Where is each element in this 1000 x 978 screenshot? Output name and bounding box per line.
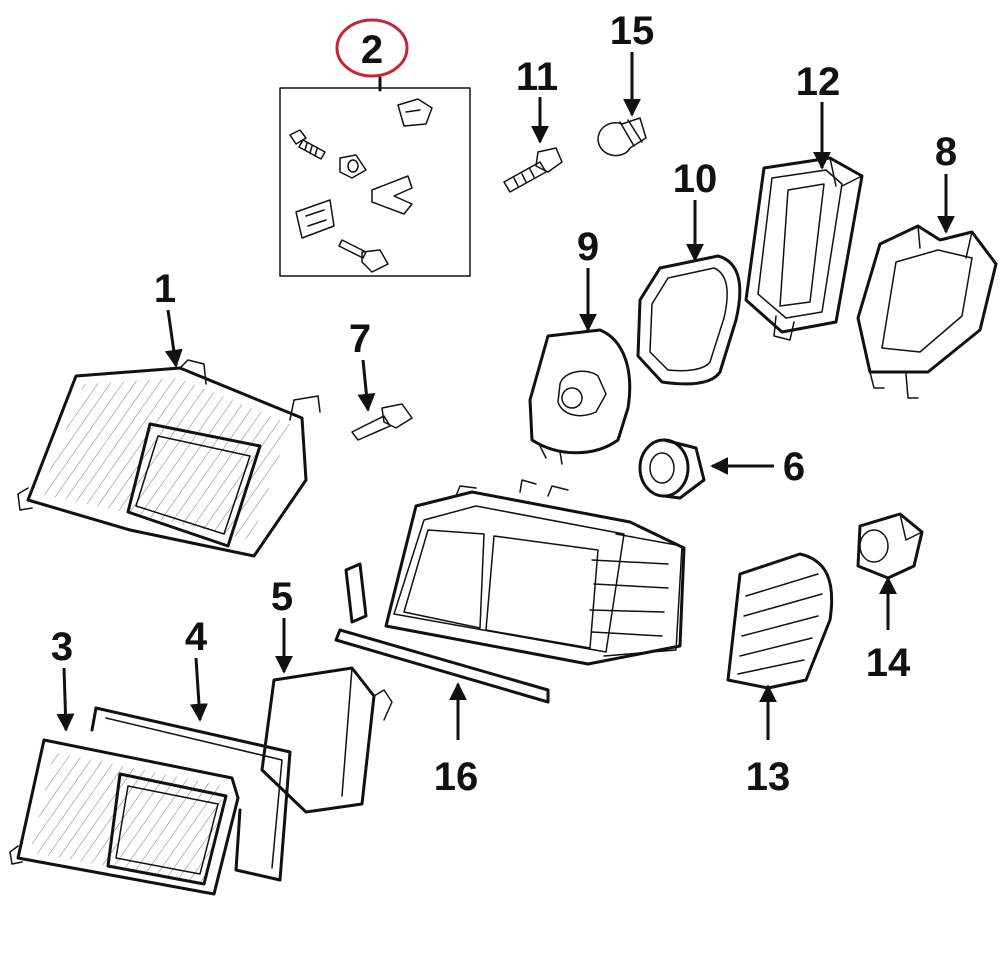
leader-7 <box>357 359 376 412</box>
lamp-housing-icon <box>744 156 864 341</box>
leader-3 <box>56 667 75 732</box>
highlight-ring <box>335 18 409 78</box>
part-10-group: 10 <box>636 157 742 386</box>
callout-10: 10 <box>673 157 718 201</box>
grommet-icon <box>339 154 367 179</box>
headlamp-lens-icon <box>9 738 240 896</box>
part-9-group: 9 <box>528 225 632 465</box>
callout-6: 6 <box>783 445 805 489</box>
hardware-kit-box <box>279 87 471 277</box>
callout-15: 15 <box>610 9 655 53</box>
clip-nut-icon <box>397 98 433 127</box>
part-7-group: 7 <box>349 317 413 441</box>
callout-9: 9 <box>577 225 599 269</box>
part-13-group: 13 <box>726 552 834 799</box>
callout-14: 14 <box>866 641 911 685</box>
bolt-icon <box>338 239 389 273</box>
callout-11: 11 <box>516 55 558 99</box>
part-3-group: 3 <box>9 625 240 896</box>
lamp-module-icon <box>260 666 393 814</box>
front-lamp-assembly-icon <box>334 479 686 704</box>
hardware-kit-group: 2 <box>279 18 471 277</box>
part-11-group: 11 <box>503 55 563 193</box>
part-1-group: 1 <box>17 267 321 558</box>
part-5-group: 5 <box>260 575 393 814</box>
callout-7: 7 <box>349 317 371 361</box>
callout-3: 3 <box>51 625 73 669</box>
part-12-group: 12 <box>744 60 864 341</box>
gasket-icon <box>636 254 742 386</box>
part-14-group: 14 <box>856 512 924 685</box>
bulb-socket-icon <box>638 438 706 500</box>
side-socket-icon <box>856 512 924 580</box>
callout-4: 4 <box>185 615 208 659</box>
side-marker-lens-icon <box>726 552 834 690</box>
retainer-clip-icon <box>295 199 335 239</box>
callout-16: 16 <box>434 755 479 799</box>
callout-5: 5 <box>271 575 293 619</box>
screw-part-icon <box>351 403 413 441</box>
leader-1 <box>164 309 183 368</box>
small-bulb-icon <box>597 117 647 157</box>
part-6-group: 6 <box>638 438 805 500</box>
headlamp-assembly-icon <box>17 359 321 558</box>
mounting-bracket-icon <box>856 224 998 399</box>
callout-13: 13 <box>746 755 791 799</box>
lamp-frame-icon <box>90 706 292 882</box>
callout-12: 12 <box>796 60 841 104</box>
callout-2: 2 <box>361 28 383 72</box>
screw-icon <box>289 129 326 160</box>
part-4-group: 4 <box>90 615 292 882</box>
callout-1: 1 <box>154 267 176 311</box>
leader-4 <box>189 657 208 722</box>
part-16-group: 16 <box>334 479 686 799</box>
part-15-group: 15 <box>597 9 655 157</box>
part-8-group: 8 <box>856 130 998 399</box>
callout-8: 8 <box>935 130 957 174</box>
bolt-part-icon <box>503 147 563 193</box>
speed-clip-icon <box>371 175 413 215</box>
lamp-cover-icon <box>528 328 632 465</box>
